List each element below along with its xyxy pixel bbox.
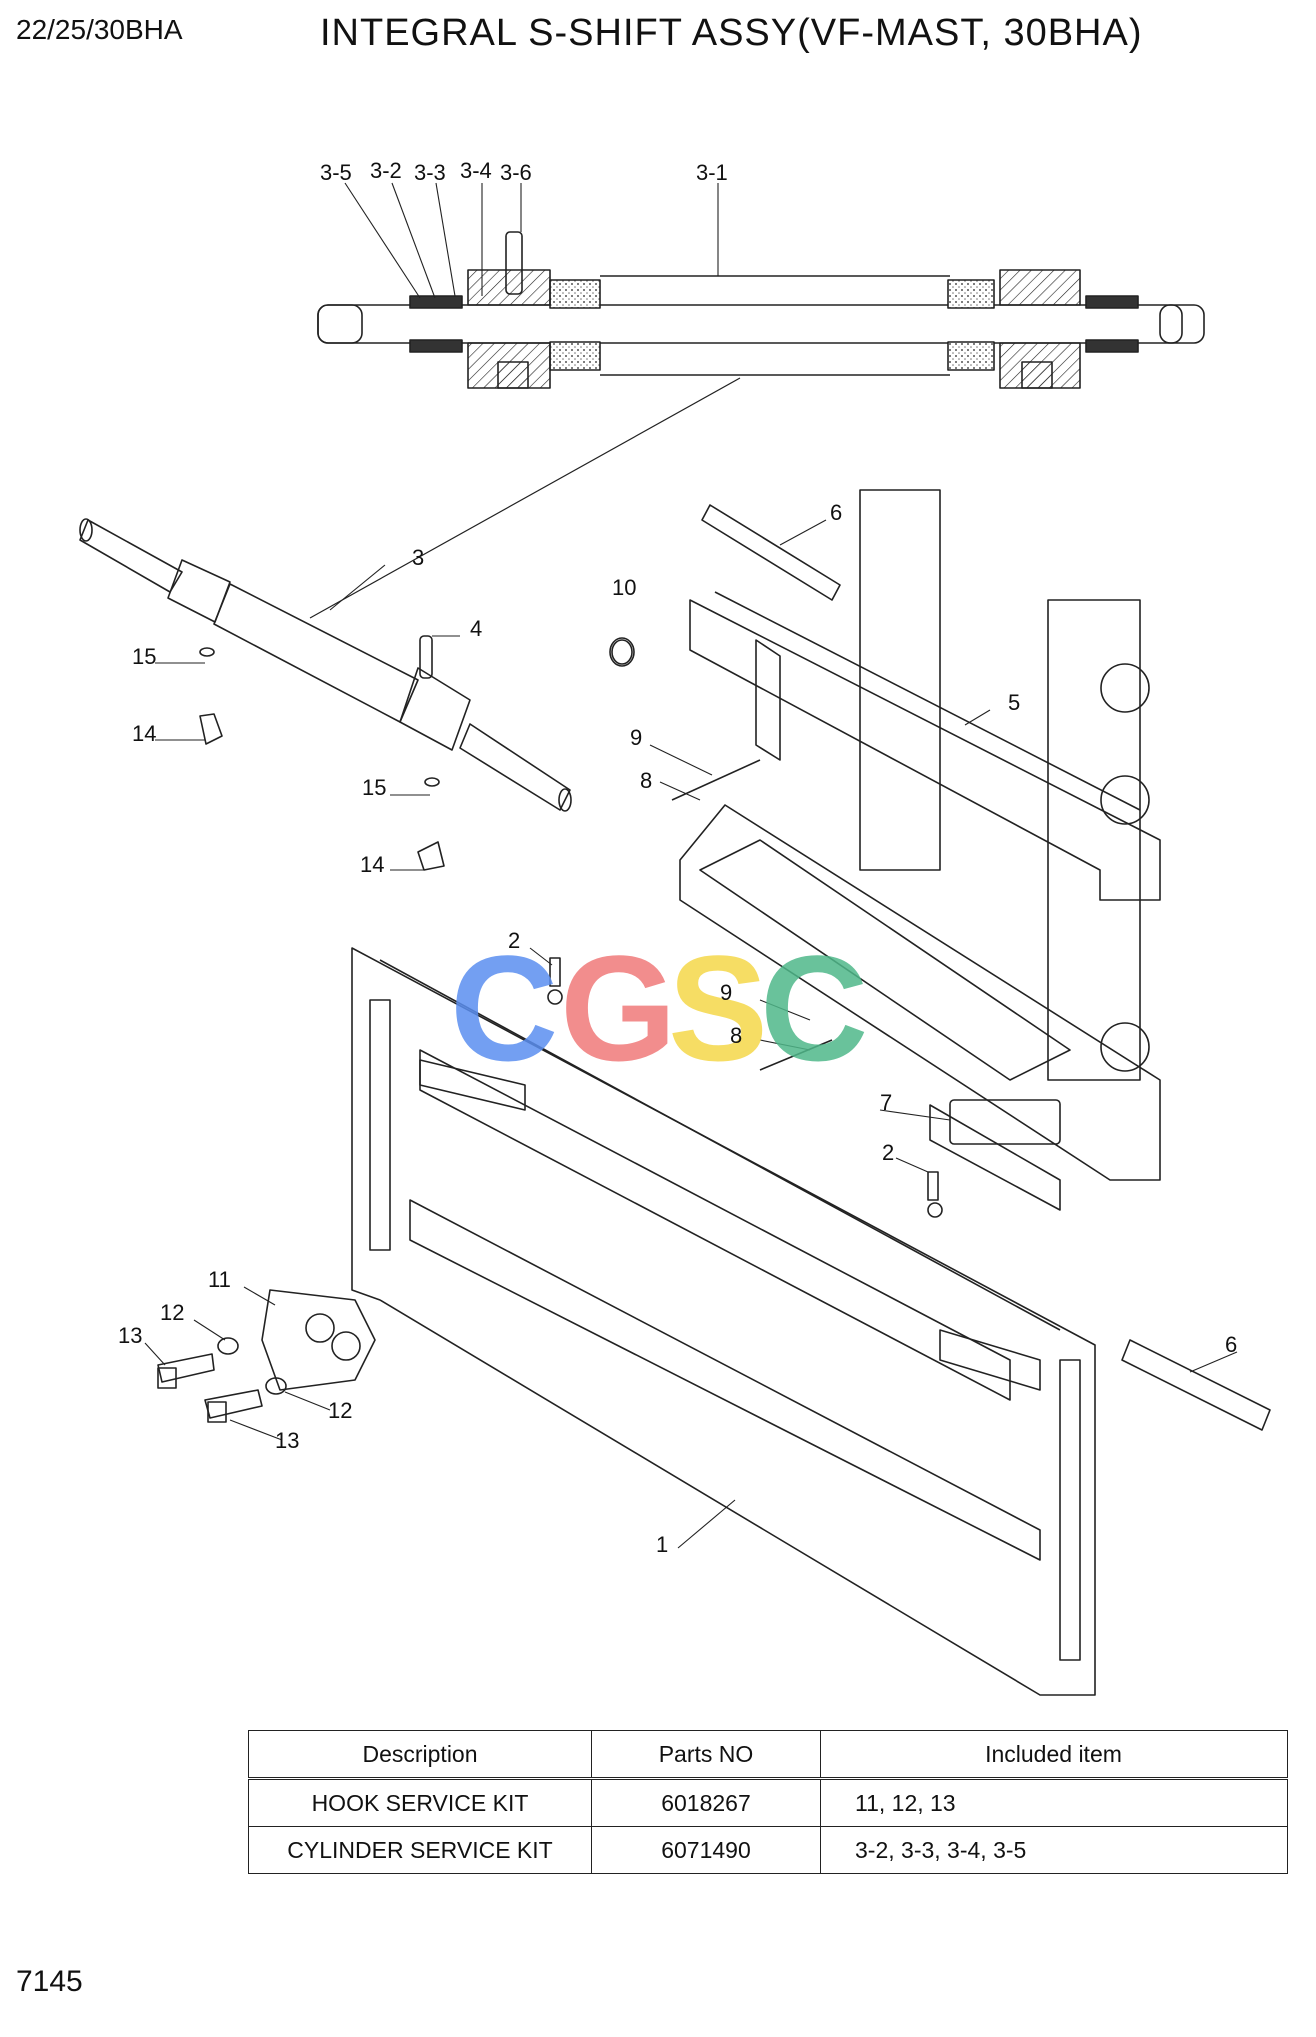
- model-code: 22/25/30BHA: [16, 14, 183, 45]
- page-number: 7145: [16, 1965, 83, 1998]
- callout-3-1: 3-1: [696, 160, 728, 185]
- cell-description: CYLINDER SERVICE KIT: [248, 1826, 592, 1874]
- watermark-letter-g: G: [560, 924, 677, 1092]
- table-header-row: Description Parts NO Included item: [248, 1730, 1288, 1780]
- shift-cylinder: [79, 518, 635, 871]
- callout-11: 11: [208, 1267, 231, 1292]
- main-carriage-frame: [351, 947, 1096, 1696]
- callout-13-lower: 13: [275, 1428, 299, 1453]
- lower-hook-assy: [157, 1289, 376, 1423]
- callout-12-lower: 12: [328, 1398, 352, 1423]
- column-header-description: Description: [248, 1730, 592, 1780]
- callout-15-lower: 15: [362, 775, 386, 800]
- upper-hook-rail: [689, 489, 1161, 1081]
- cell-parts-no: 6018267: [591, 1778, 821, 1827]
- callout-1: 1: [656, 1532, 668, 1557]
- cylinder-section-view: [317, 231, 1205, 389]
- cell-included-item: 3-2, 3-3, 3-4, 3-5: [820, 1826, 1288, 1874]
- watermark-letter-s: S: [668, 924, 768, 1092]
- callout-8-lower: 8: [730, 1023, 742, 1048]
- watermark-letter-c1: C: [450, 924, 558, 1092]
- cell-description: HOOK SERVICE KIT: [248, 1778, 592, 1827]
- callout-3-6: 3-6: [500, 160, 532, 185]
- cell-included-item: 11, 12, 13: [820, 1778, 1288, 1827]
- callout-2-lower: 2: [882, 1140, 894, 1165]
- slide-plate: [679, 804, 1161, 1211]
- callout-12-upper: 12: [160, 1300, 184, 1325]
- callout-3-3: 3-3: [414, 160, 446, 185]
- right-hook-rail: [1121, 1339, 1271, 1431]
- callout-4: 4: [470, 616, 482, 641]
- table-row: HOOK SERVICE KIT 6018267 11, 12, 13: [248, 1778, 1288, 1827]
- callout-14-lower: 14: [360, 852, 384, 877]
- column-header-included-item: Included item: [820, 1730, 1288, 1780]
- callout-3-2: 3-2: [370, 158, 402, 183]
- callout-15-upper: 15: [132, 644, 156, 669]
- cell-parts-no: 6071490: [591, 1826, 821, 1874]
- callout-5: 5: [1008, 690, 1020, 715]
- column-header-parts-no: Parts NO: [591, 1730, 821, 1780]
- callout-14-upper: 14: [132, 721, 156, 746]
- table-row: CYLINDER SERVICE KIT 6071490 3-2, 3-3, 3…: [248, 1826, 1288, 1874]
- callout-3-4: 3-4: [460, 158, 492, 183]
- callout-8-upper: 8: [640, 768, 652, 793]
- callout-7: 7: [880, 1090, 892, 1115]
- callout-3-5: 3-5: [320, 160, 352, 185]
- callout-3: 3: [412, 545, 424, 570]
- callout-10: 10: [612, 575, 636, 600]
- callout-9-upper: 9: [630, 725, 642, 750]
- callout-6-lower: 6: [1225, 1332, 1237, 1357]
- callout-9-lower: 9: [720, 980, 732, 1005]
- watermark-letter-c2: C: [760, 924, 868, 1092]
- callout-2-upper: 2: [508, 928, 520, 953]
- cgsc-watermark: C G S C: [450, 924, 868, 1092]
- callout-13-upper: 13: [118, 1323, 142, 1348]
- page-title: INTEGRAL S-SHIFT ASSY(VF-MAST, 30BHA): [320, 12, 1143, 54]
- service-kit-table: Description Parts NO Included item HOOK …: [248, 1730, 1288, 1874]
- callout-6-upper: 6: [830, 500, 842, 525]
